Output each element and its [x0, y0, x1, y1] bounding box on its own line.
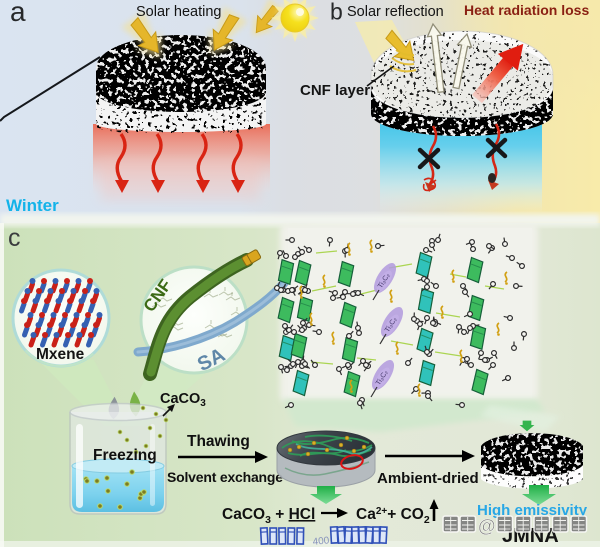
- svg-text:CaCO3 + HCl: CaCO3 + HCl: [222, 506, 315, 526]
- svg-text:Heat radiation loss: Heat radiation loss: [464, 2, 589, 18]
- svg-text:Mxene: Mxene: [36, 346, 85, 363]
- svg-text:Winter: Winter: [6, 196, 59, 215]
- svg-text:Thawing: Thawing: [187, 433, 250, 450]
- svg-text:CaCO3: CaCO3: [160, 391, 206, 409]
- svg-text:a: a: [10, 0, 26, 27]
- svg-text:@: @: [478, 516, 496, 536]
- svg-text:400: 400: [312, 535, 330, 547]
- svg-text:CNF layer: CNF layer: [300, 82, 370, 99]
- svg-text:Solvent exchange: Solvent exchange: [167, 469, 283, 485]
- svg-text:b: b: [330, 0, 343, 25]
- svg-text:Solar reflection: Solar reflection: [347, 4, 444, 20]
- svg-text:Freezing: Freezing: [93, 447, 157, 464]
- svg-text:Solar heating: Solar heating: [136, 4, 221, 20]
- svg-text:c: c: [8, 224, 21, 252]
- svg-text:Ca2++ CO2: Ca2++ CO2: [356, 506, 430, 526]
- svg-text:High emissivity: High emissivity: [477, 502, 588, 519]
- svg-text:Ambient-dried: Ambient-dried: [377, 470, 479, 487]
